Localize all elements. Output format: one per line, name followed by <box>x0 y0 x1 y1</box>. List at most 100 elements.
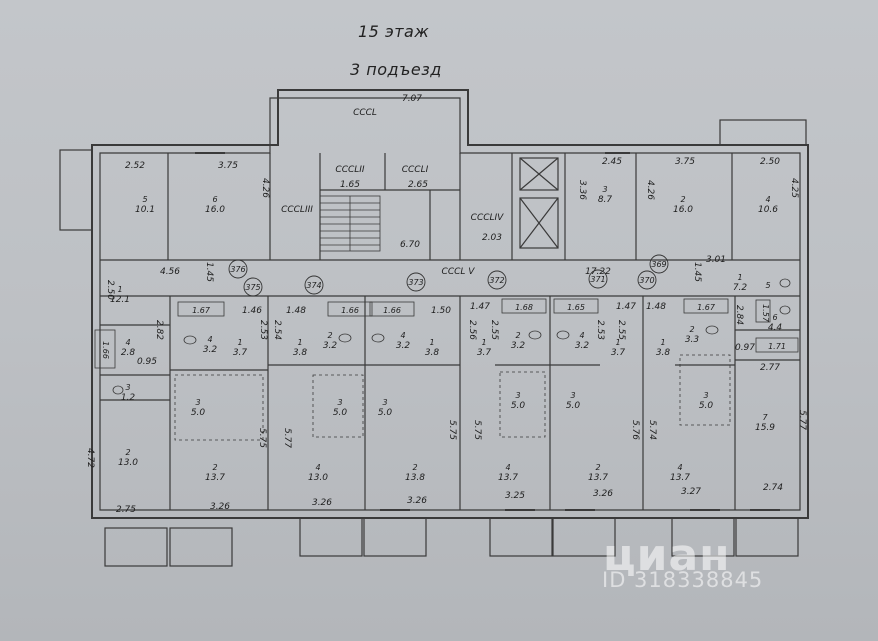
building-outline <box>59 89 809 567</box>
dimension-label: 2.53 <box>258 320 268 340</box>
dimension-label: 4.56 <box>160 267 180 277</box>
room-number: 3 <box>337 398 342 407</box>
room-number: 3 <box>195 398 200 407</box>
dimension-label: 3.75 <box>218 161 238 171</box>
dimension-label: 3.01 <box>706 255 726 265</box>
dimension-label: 0.97 <box>735 343 755 353</box>
room-area: 5.0 <box>699 401 714 411</box>
common-area-value: 2.03 <box>482 233 502 243</box>
room-area: 3.8 <box>293 348 308 358</box>
room-area: 13.7 <box>588 473 608 483</box>
common-area-code: CCCLIV <box>471 213 505 223</box>
room-number: 1 <box>615 338 620 347</box>
common-area-code: CCCLI <box>402 165 429 175</box>
apartment-number: 374 <box>306 281 321 290</box>
room-number: 1 <box>429 338 434 347</box>
dimension-label: 2.53 <box>595 320 605 340</box>
apartment-number: 375 <box>245 283 260 292</box>
dimension-label: 3.75 <box>675 157 695 167</box>
dimension-label: 5.76 <box>630 420 640 440</box>
dimension-label: 2.54 <box>272 320 282 340</box>
entrance-title: 3 подъезд <box>350 60 442 79</box>
apartment-number-circle <box>243 277 263 297</box>
room-number: 1 <box>237 338 242 347</box>
room-area: 16.0 <box>205 205 225 215</box>
apartment-number-circle <box>637 270 657 290</box>
room-number: 2 <box>689 325 694 334</box>
room-area: 10.6 <box>758 205 778 215</box>
room-number: 2 <box>595 463 600 472</box>
fixture-size: 1.66 <box>341 306 359 315</box>
room-area: 3.7 <box>233 348 248 358</box>
room-number: 4 <box>400 331 405 340</box>
dimension-label: 3.26 <box>407 496 427 506</box>
fixture-size: 1.57 <box>761 304 770 323</box>
room-area: 3.2 <box>511 341 526 351</box>
apartment-number: 372 <box>489 276 504 285</box>
fixture-size: 1.67 <box>697 303 716 312</box>
room-number: 1 <box>660 338 665 347</box>
plan-labels: 510.1616.0112.142.831.2213.043.213.735.0… <box>85 94 807 515</box>
room-area: 3.3 <box>685 335 700 345</box>
apartment-number-circle <box>406 272 426 292</box>
room-area: 12.1 <box>110 295 130 305</box>
fixture-size: 1.68 <box>515 303 533 312</box>
room-number: 1 <box>117 285 122 294</box>
dimension-label: 5.75 <box>447 420 457 440</box>
room-area: 3.8 <box>656 348 671 358</box>
room-number: 4 <box>505 463 510 472</box>
common-area-value: 17.22 <box>585 267 611 277</box>
room-area: 3.2 <box>323 341 338 351</box>
dimension-label: 5.75 <box>257 428 267 448</box>
room-area: 2.8 <box>121 348 136 358</box>
dimension-label: 4.26 <box>260 178 270 198</box>
room-area: 5.0 <box>333 408 348 418</box>
dimension-label: 2.74 <box>763 483 783 493</box>
room-number: 2 <box>412 463 417 472</box>
room-number: 5 <box>765 281 770 290</box>
room-area: 1.2 <box>121 393 136 403</box>
room-area: 5.0 <box>378 408 393 418</box>
room-number: 1 <box>297 338 302 347</box>
room-number: 4 <box>315 463 320 472</box>
dimension-label: 1.48 <box>286 306 306 316</box>
dimension-label: 3.27 <box>681 487 701 497</box>
common-area-value: 1.65 <box>340 180 360 190</box>
room-number: 2 <box>212 463 217 472</box>
dimension-label: 2.52 <box>125 161 145 171</box>
dimension-label: 2.75 <box>116 505 136 515</box>
fixture-size: 1.71 <box>768 342 786 351</box>
dimension-label: 1.48 <box>646 302 666 312</box>
dimension-label: 4.25 <box>789 178 799 198</box>
apartment-number: 373 <box>408 278 423 287</box>
room-area: 3.7 <box>611 348 626 358</box>
apartment-number-circle <box>228 259 248 279</box>
room-number: 7 <box>762 413 768 422</box>
common-area-value: 6.70 <box>400 240 420 250</box>
room-number: 4 <box>677 463 682 472</box>
room-area: 3.2 <box>203 345 218 355</box>
apartment-number-circle <box>304 275 324 295</box>
dimension-label: 2.55 <box>489 320 499 340</box>
dimension-label: 3.26 <box>210 502 230 512</box>
fixture-size: 1.66 <box>101 341 110 359</box>
dimension-label: 1.45 <box>204 262 214 282</box>
dimension-label: 2.82 <box>154 320 164 340</box>
room-number: 4 <box>207 335 212 344</box>
common-area-value: 7.07 <box>402 94 422 104</box>
dimension-label: 2.55 <box>616 320 626 340</box>
room-area: 16.0 <box>673 205 693 215</box>
room-area: 3.7 <box>477 348 492 358</box>
room-area: 7.2 <box>733 283 748 293</box>
room-number: 1 <box>481 338 486 347</box>
room-area: 13.7 <box>205 473 225 483</box>
common-area-code: CCCL <box>353 108 377 118</box>
room-number: 3 <box>703 391 708 400</box>
dimension-label: 1.47 <box>470 302 490 312</box>
dimension-label: 5.75 <box>472 420 482 440</box>
room-number: 3 <box>382 398 387 407</box>
room-area: 13.8 <box>405 473 425 483</box>
room-number: 3 <box>515 391 520 400</box>
common-area-code: CCCLII <box>335 165 365 175</box>
